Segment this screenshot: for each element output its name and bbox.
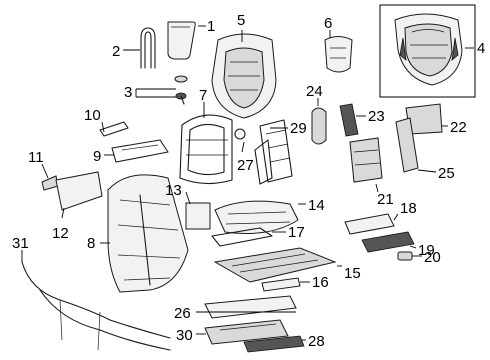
callout-4: 4 <box>477 40 485 57</box>
callout-18: 18 <box>400 200 417 217</box>
seatback-cushion-part <box>211 33 277 119</box>
callout-16: 16 <box>312 274 329 291</box>
cushion-pad-part-18 <box>344 213 395 235</box>
callout-28: 28 <box>308 333 325 350</box>
side-shield-part-25 <box>395 117 419 173</box>
callout-13: 13 <box>165 182 182 199</box>
seat-pan-part <box>213 247 337 283</box>
bracket-part-9 <box>111 139 169 163</box>
callout-3: 3 <box>124 84 132 101</box>
pad-part-13 <box>185 202 211 230</box>
plug-part-20 <box>397 251 413 261</box>
callout-29: 29 <box>290 120 307 137</box>
callout-24: 24 <box>306 83 323 100</box>
callout-22: 22 <box>450 119 467 136</box>
wiring-harness-part-31 <box>21 261 171 351</box>
callout-11: 11 <box>28 149 44 166</box>
seatback-cover-illustration <box>394 13 463 86</box>
callout-6: 6 <box>324 15 332 32</box>
callout-25: 25 <box>438 165 455 182</box>
bracket-part-10 <box>99 121 129 137</box>
callout-17: 17 <box>288 224 305 241</box>
back-pad-part <box>324 36 353 73</box>
bolster-part-24 <box>311 107 327 145</box>
track-part-26 <box>204 295 297 319</box>
callout-20: 20 <box>424 249 441 266</box>
lumbar-part-21 <box>349 137 383 183</box>
track-part-30 <box>204 319 289 345</box>
callout-19: 19 <box>418 242 435 259</box>
callout-30: 30 <box>176 327 193 344</box>
callout-21: 21 <box>377 191 394 208</box>
spring-part-29 <box>259 119 293 183</box>
mat-part-19 <box>361 231 415 253</box>
seat-side-frame-part <box>107 174 189 293</box>
callout-9: 9 <box>93 148 101 165</box>
callout-23: 23 <box>368 108 385 125</box>
trim-panel-part-12 <box>55 171 103 211</box>
fastener-parts <box>174 75 188 105</box>
wire-part-17 <box>211 227 273 247</box>
callout-1: 1 <box>207 18 215 35</box>
callout-31: 31 <box>12 235 29 252</box>
callout-27: 27 <box>237 157 254 174</box>
inset-box <box>379 4 476 98</box>
spring-part-23 <box>339 103 359 137</box>
spring-part-27 <box>234 128 273 185</box>
headrest-panel-part <box>167 21 196 60</box>
callout-8: 8 <box>87 235 95 252</box>
callout-2: 2 <box>112 43 120 60</box>
callout-7: 7 <box>199 87 207 104</box>
callout-26: 26 <box>174 305 191 322</box>
seatback-frame-part <box>179 114 233 185</box>
callout-10: 10 <box>84 107 101 124</box>
seat-cushion-part <box>214 200 299 234</box>
callout-14: 14 <box>308 197 325 214</box>
callout-5: 5 <box>237 12 245 29</box>
callout-12: 12 <box>52 225 69 242</box>
rail-part-28 <box>243 335 305 353</box>
strip-part-16 <box>261 277 301 292</box>
clip-part-11 <box>41 175 59 191</box>
callout-15: 15 <box>344 265 361 282</box>
headrest-rod-part <box>140 27 156 69</box>
